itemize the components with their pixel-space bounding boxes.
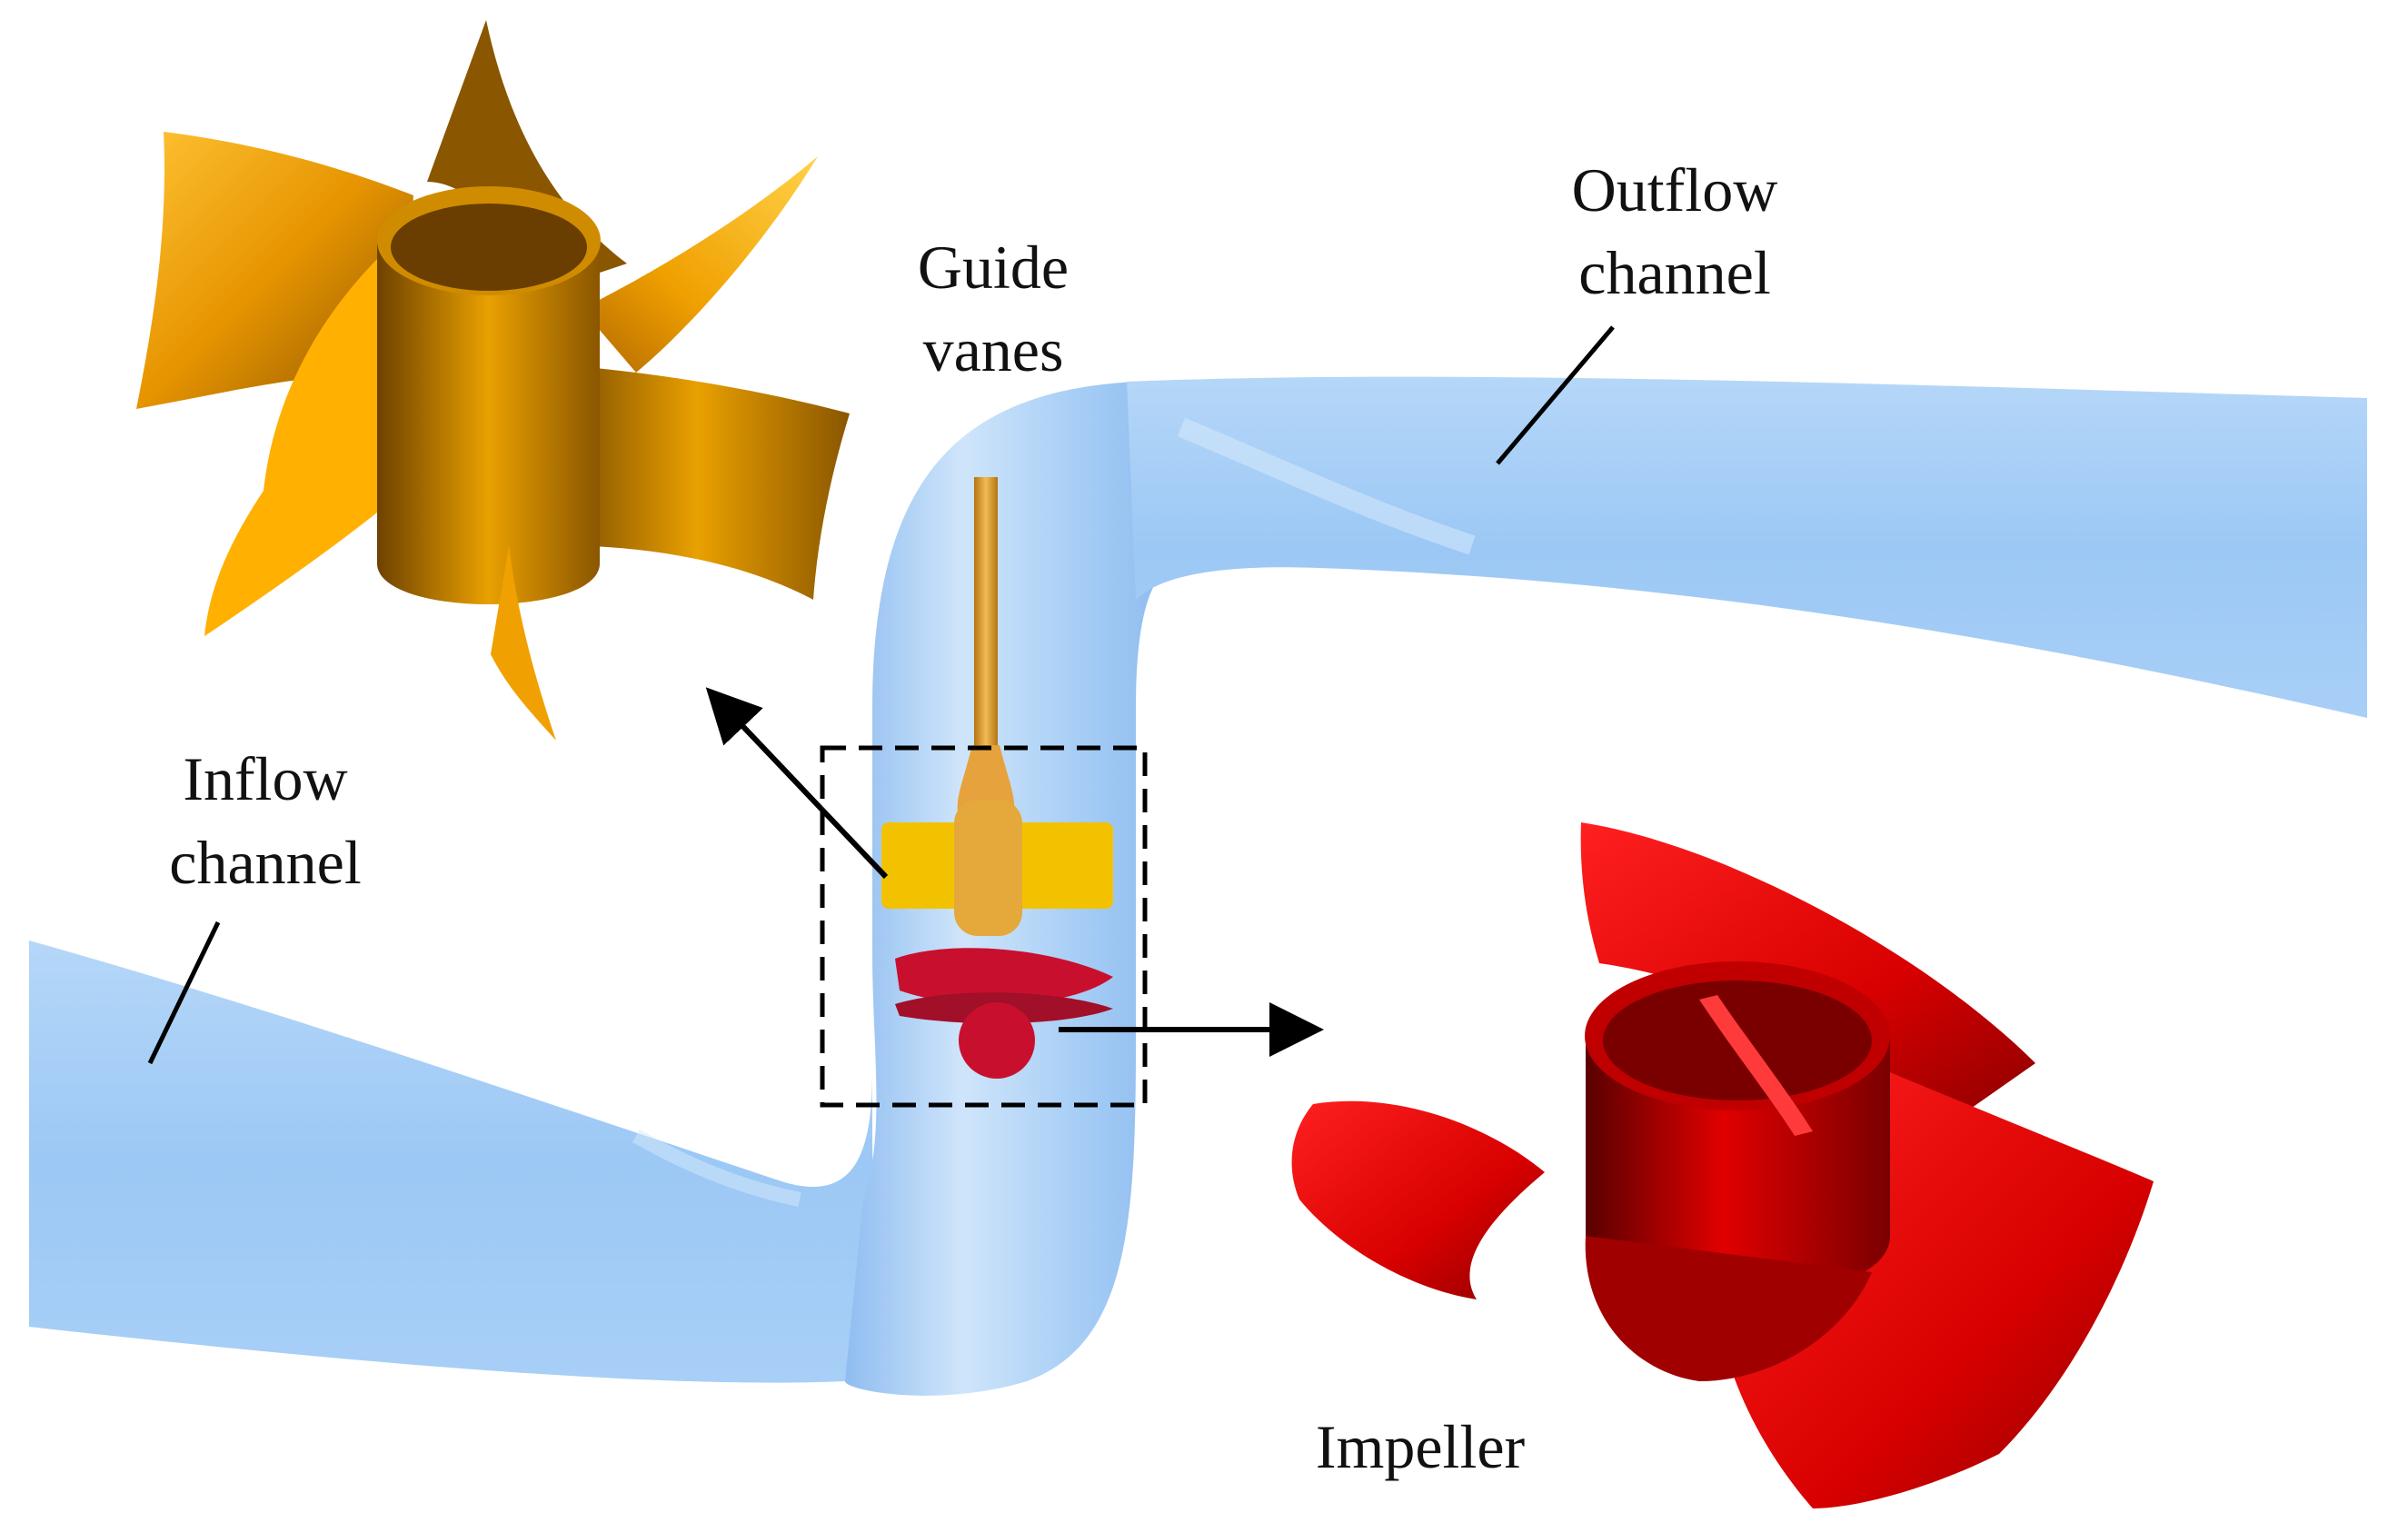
flow-channel — [29, 376, 2367, 1396]
outflow-channel-body — [1127, 376, 2367, 718]
label-impeller: Impeller — [1316, 1412, 1526, 1481]
label-guide-vanes-line1: Guide — [918, 233, 1069, 302]
impeller-blade-bottom-right — [1726, 1072, 2154, 1508]
shaft — [974, 477, 998, 750]
guide-vanes-3d-icon — [136, 20, 850, 741]
impeller-hub-bulb — [1585, 1236, 1872, 1381]
label-guide-vanes-line2: vanes — [923, 315, 1064, 384]
impeller-inner-blade — [1699, 995, 1813, 1136]
impeller-hub-nose — [959, 1002, 1035, 1079]
leader-inflow — [147, 921, 221, 1065]
label-outflow-line2: channel — [1578, 238, 1770, 307]
outflow-highlight — [1177, 417, 1476, 555]
impeller-blade-left — [1291, 1100, 1545, 1299]
impeller-hub — [1586, 1036, 1890, 1298]
guide-vane-blade-lower-left — [204, 254, 382, 636]
label-inflow-line2: channel — [169, 828, 361, 897]
inflow-highlight — [632, 1130, 801, 1207]
arrow-to-guide-vanes — [705, 687, 889, 880]
label-outflow-line1: Outflow — [1572, 155, 1778, 224]
guide-vane-hub-core — [954, 800, 1022, 936]
guide-vane-hub — [377, 241, 600, 604]
impeller-3d-icon — [1291, 822, 2154, 1508]
pump-assembly-icon — [881, 477, 1113, 1079]
labels: Guide vanes Outflow channel Inflow chann… — [147, 155, 1778, 1481]
inflow-channel-body — [29, 941, 883, 1383]
guide-vane-blade-right — [545, 363, 850, 600]
impeller-hub-small-blades — [895, 948, 1113, 1005]
guide-vane-blade-right-top — [582, 156, 818, 373]
guide-vane-hub-opening — [391, 204, 587, 291]
label-inflow-line1: Inflow — [183, 744, 347, 813]
detail-box — [820, 745, 1148, 1108]
leader-outflow — [1496, 325, 1615, 465]
guide-vane-blade-bottom — [491, 545, 556, 741]
shaft-collar — [957, 745, 1015, 818]
